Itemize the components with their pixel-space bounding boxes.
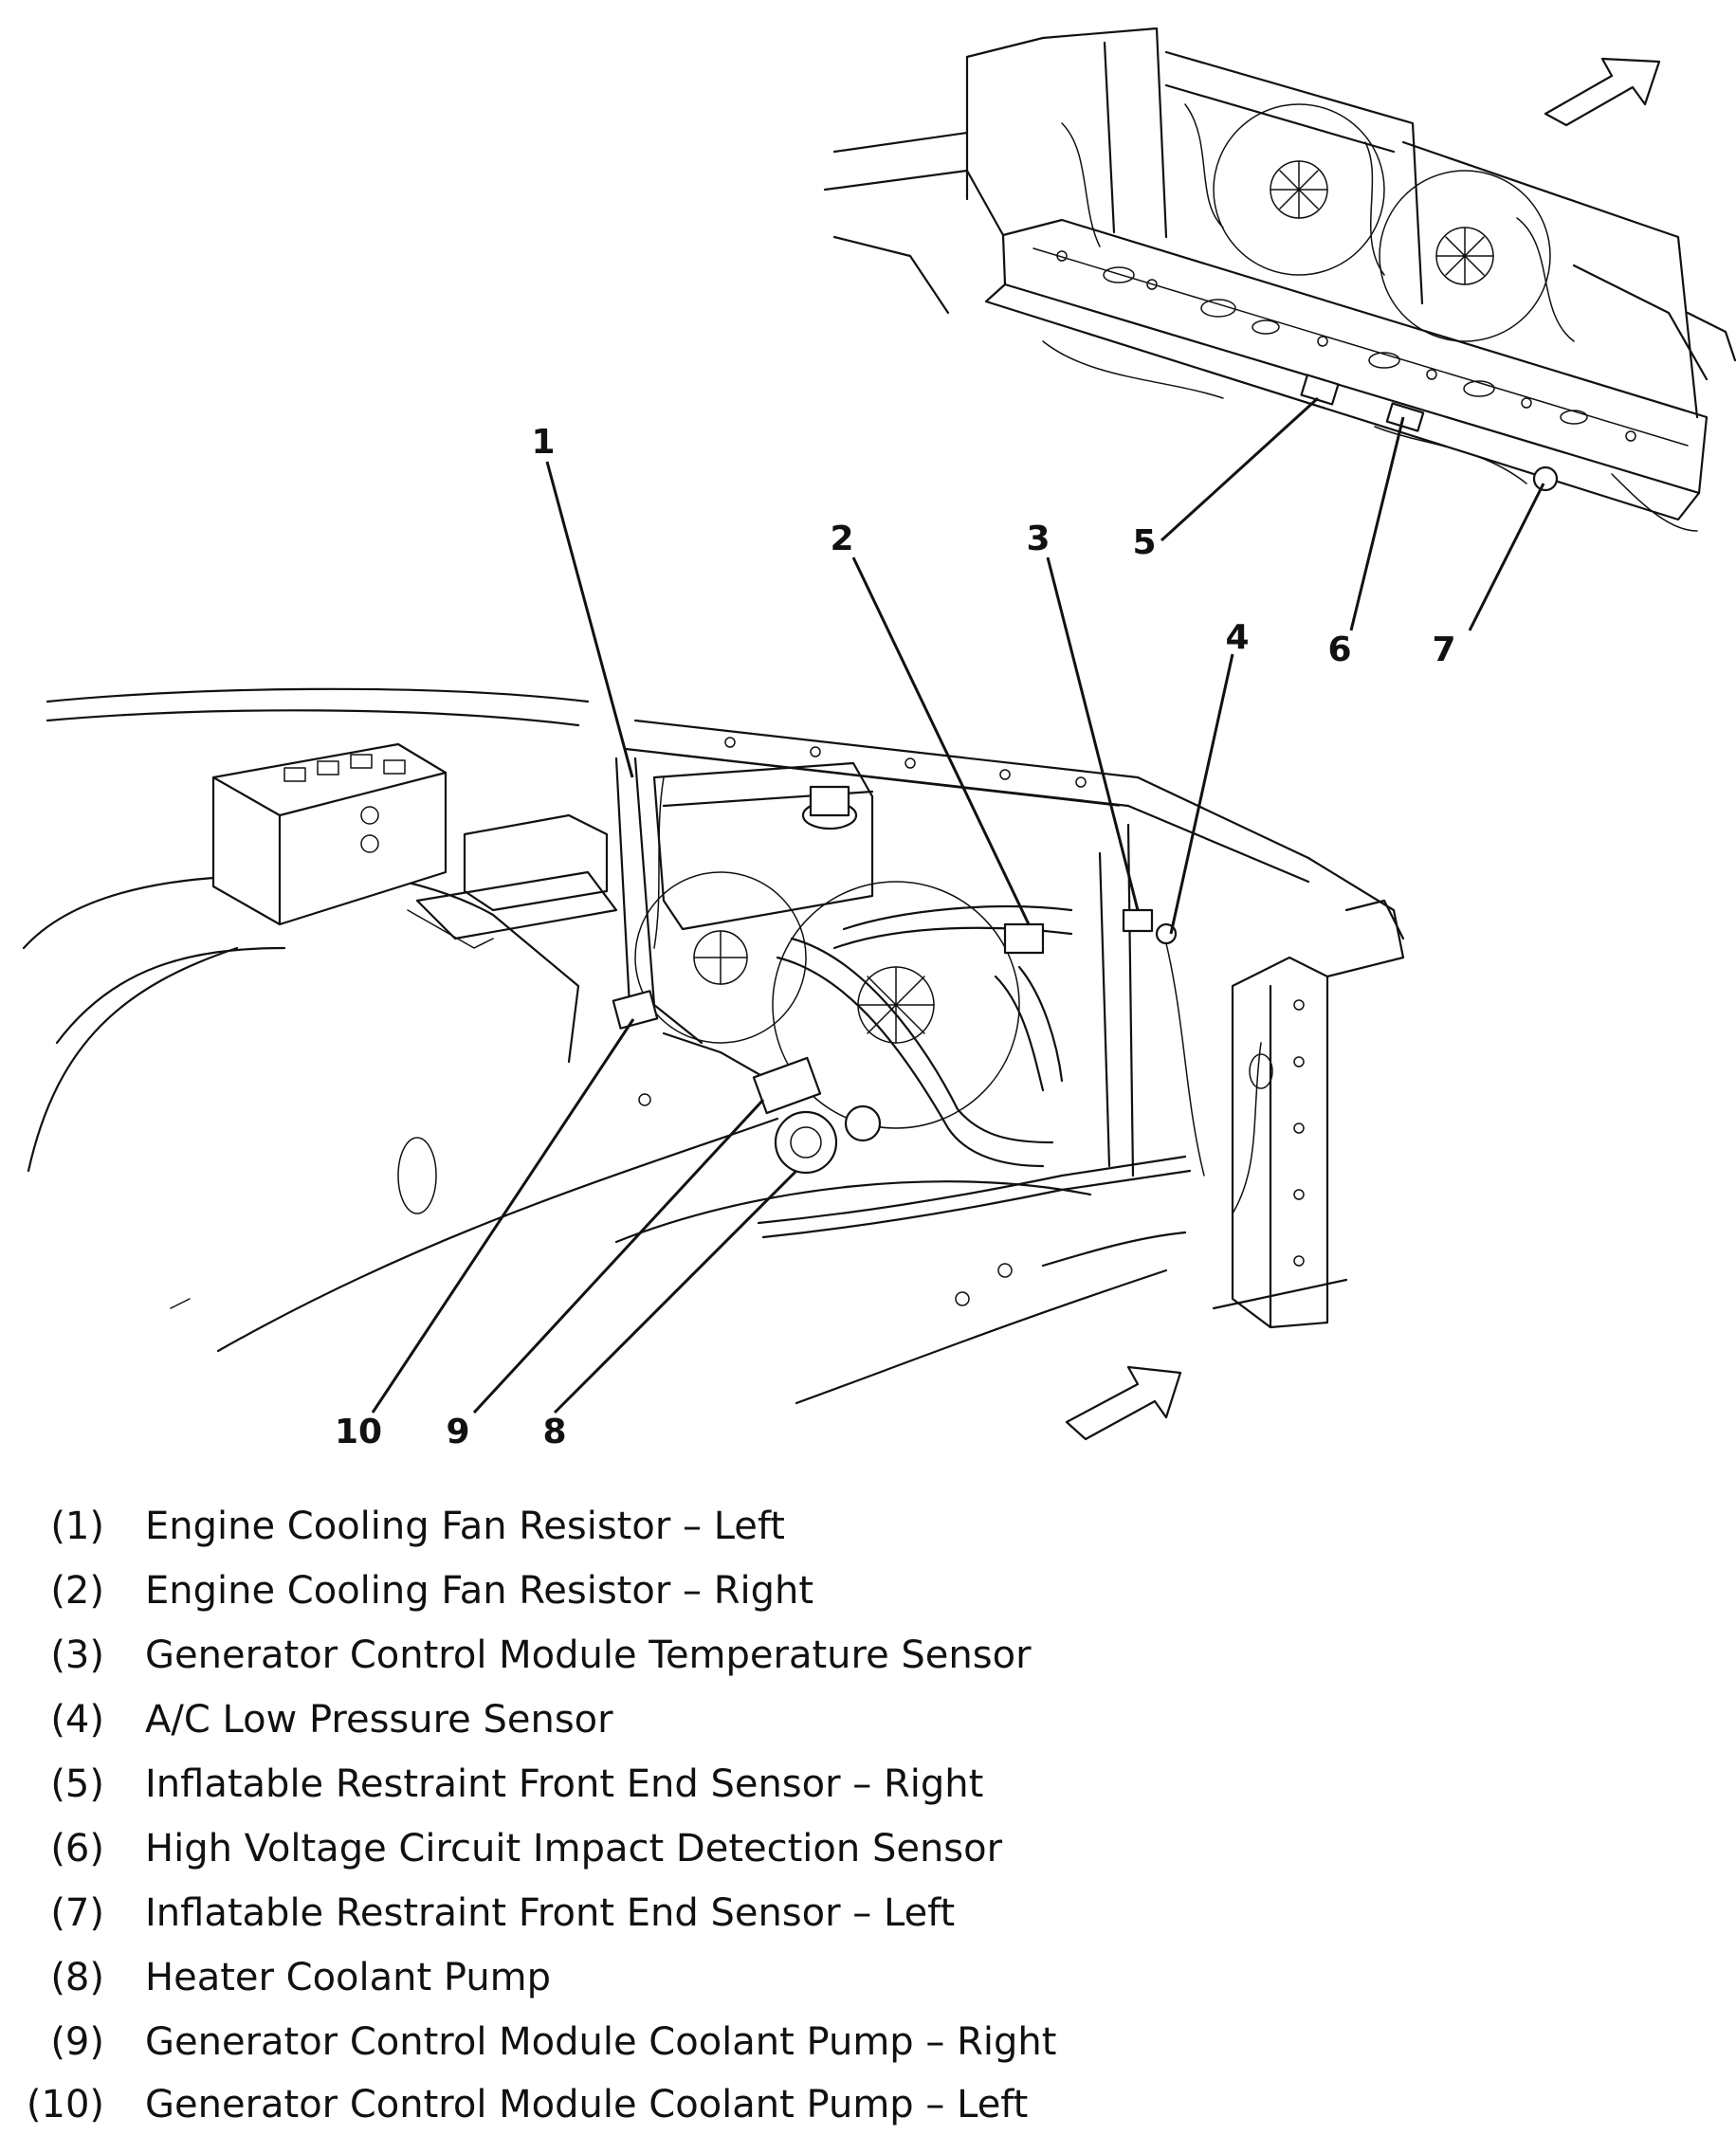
legend-number: (2) — [50, 1569, 104, 1613]
main-engine-bay-view — [22, 687, 1405, 1441]
leader-lines — [371, 396, 1545, 1414]
callout-8: 8 — [542, 1413, 566, 1451]
callout-3: 3 — [1026, 520, 1050, 558]
legend-number: (10) — [26, 2083, 104, 2126]
legend-item: (7) Inflatable Restraint Front End Senso… — [0, 1883, 1736, 1943]
legend-label: High Voltage Circuit Impact Detection Se… — [145, 1827, 1003, 1870]
legend-label: Heater Coolant Pump — [145, 1956, 552, 1999]
legend-item: (2) Engine Cooling Fan Resistor – Right — [0, 1560, 1736, 1621]
legend-item: (1) Engine Cooling Fan Resistor – Left — [0, 1496, 1736, 1557]
legend-item: (6) High Voltage Circuit Impact Detectio… — [0, 1818, 1736, 1879]
legend-number: (8) — [50, 1956, 104, 1999]
legend-number: (4) — [50, 1698, 104, 1742]
callout-9: 9 — [446, 1413, 469, 1451]
legend-number: (3) — [50, 1633, 104, 1677]
legend-item: (4) A/C Low Pressure Sensor — [0, 1689, 1736, 1750]
callout-6: 6 — [1327, 630, 1351, 669]
callout-4: 4 — [1225, 618, 1249, 657]
legend-number: (7) — [50, 1891, 104, 1935]
callout-10: 10 — [335, 1413, 382, 1451]
legend-item: (10) Generator Control Module Coolant Pu… — [0, 2074, 1736, 2135]
legend-label: Generator Control Module Coolant Pump – … — [145, 2020, 1057, 2064]
legend-number: (5) — [50, 1762, 104, 1806]
callout-labels: 1 2 3 4 5 6 7 8 9 10 — [335, 423, 1456, 1451]
legend-item: (8) Heater Coolant Pump — [0, 1947, 1736, 2008]
legend-label: Generator Control Module Coolant Pump – … — [145, 2083, 1029, 2126]
legend-label: Engine Cooling Fan Resistor – Left — [145, 1505, 785, 1548]
legend-item: (3) Generator Control Module Temperature… — [0, 1625, 1736, 1686]
inset-detail-view — [823, 27, 1736, 532]
callout-2: 2 — [830, 520, 853, 558]
component-locator-illustration: 1 2 3 4 5 6 7 8 9 10 — [22, 27, 1736, 1451]
legend-label: Engine Cooling Fan Resistor – Right — [145, 1569, 814, 1613]
callout-1: 1 — [531, 423, 555, 462]
legend-item: (5) Inflatable Restraint Front End Senso… — [0, 1754, 1736, 1815]
legend-label: A/C Low Pressure Sensor — [145, 1698, 613, 1742]
legend-item: (9) Generator Control Module Coolant Pum… — [0, 2012, 1736, 2072]
callout-5: 5 — [1132, 523, 1156, 562]
legend-label: Inflatable Restraint Front End Sensor – … — [145, 1762, 984, 1806]
callout-7: 7 — [1432, 630, 1455, 669]
legend-number: (1) — [50, 1505, 104, 1548]
legend-number: (9) — [50, 2020, 104, 2064]
legend-number: (6) — [50, 1827, 104, 1870]
legend-label: Generator Control Module Temperature Sen… — [145, 1633, 1032, 1677]
legend-label: Inflatable Restraint Front End Sensor – … — [145, 1891, 956, 1935]
